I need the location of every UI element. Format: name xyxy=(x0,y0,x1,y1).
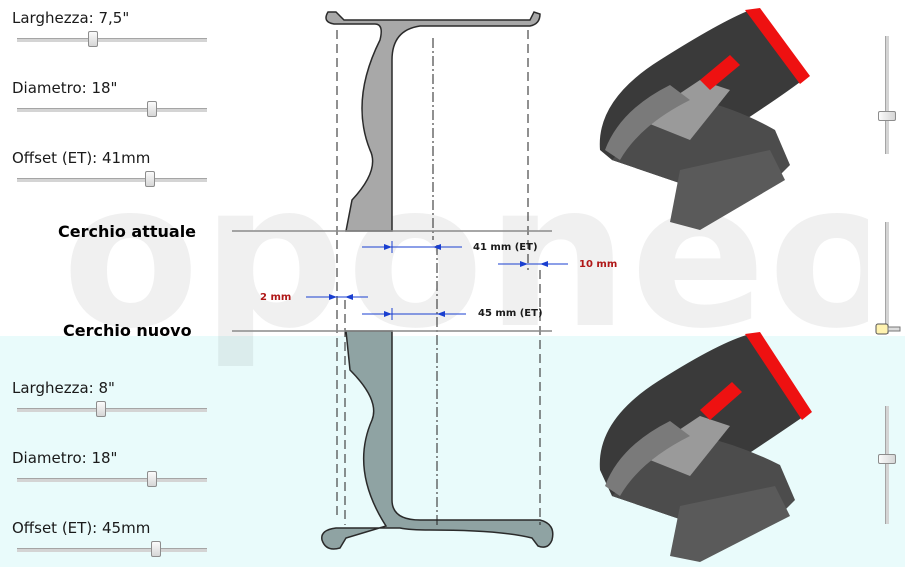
current-width-label: Larghezza: 7,5" xyxy=(12,9,130,27)
current-zoom-slider[interactable] xyxy=(878,36,896,154)
new-diameter-label: Diametro: 18" xyxy=(12,449,118,467)
new-offset-label: Offset (ET): 45mm xyxy=(12,519,151,537)
current-offset-label: Offset (ET): 41mm xyxy=(12,149,151,167)
current-diameter-label: Diametro: 18" xyxy=(12,79,118,97)
inner-diff-measurement: 2 mm xyxy=(260,292,292,303)
new-diameter-slider-thumb[interactable] xyxy=(146,471,157,487)
current-rim-title: Cerchio attuale xyxy=(58,222,197,241)
divider-drag-slider[interactable] xyxy=(880,222,894,334)
new-diameter-slider[interactable] xyxy=(17,471,207,487)
current-diameter-slider-thumb[interactable] xyxy=(146,101,157,117)
inner-diff-dimension xyxy=(306,294,368,300)
current-zoom-slider-thumb[interactable] xyxy=(878,111,896,122)
et-new-dimension xyxy=(362,308,466,320)
et-current-dimension xyxy=(362,241,462,253)
new-offset-slider[interactable] xyxy=(17,541,207,557)
new-zoom-slider-thumb[interactable] xyxy=(878,454,896,465)
outer-diff-dimension xyxy=(498,261,568,267)
new-rim-title: Cerchio nuovo xyxy=(63,321,192,340)
new-width-label: Larghezza: 8" xyxy=(12,379,115,397)
current-width-slider-thumb[interactable] xyxy=(88,31,98,47)
et-current-measurement: 41 mm (ET) xyxy=(473,242,538,253)
new-rim-profile xyxy=(321,330,554,550)
current-offset-slider[interactable] xyxy=(17,171,207,187)
current-offset-slider-thumb[interactable] xyxy=(145,171,155,187)
hand-cursor-icon[interactable] xyxy=(874,320,904,338)
current-diameter-slider[interactable] xyxy=(17,101,207,117)
current-rim-3d-render xyxy=(599,8,810,230)
current-width-slider[interactable] xyxy=(17,31,207,47)
new-rim-3d-render xyxy=(599,332,812,562)
new-width-slider[interactable] xyxy=(17,401,207,417)
new-zoom-slider[interactable] xyxy=(878,406,896,524)
outer-diff-measurement: 10 mm xyxy=(579,259,618,270)
et-new-measurement: 45 mm (ET) xyxy=(478,308,543,319)
new-width-slider-thumb[interactable] xyxy=(95,401,106,417)
new-offset-slider-thumb[interactable] xyxy=(150,541,161,557)
current-rim-profile xyxy=(325,11,541,232)
